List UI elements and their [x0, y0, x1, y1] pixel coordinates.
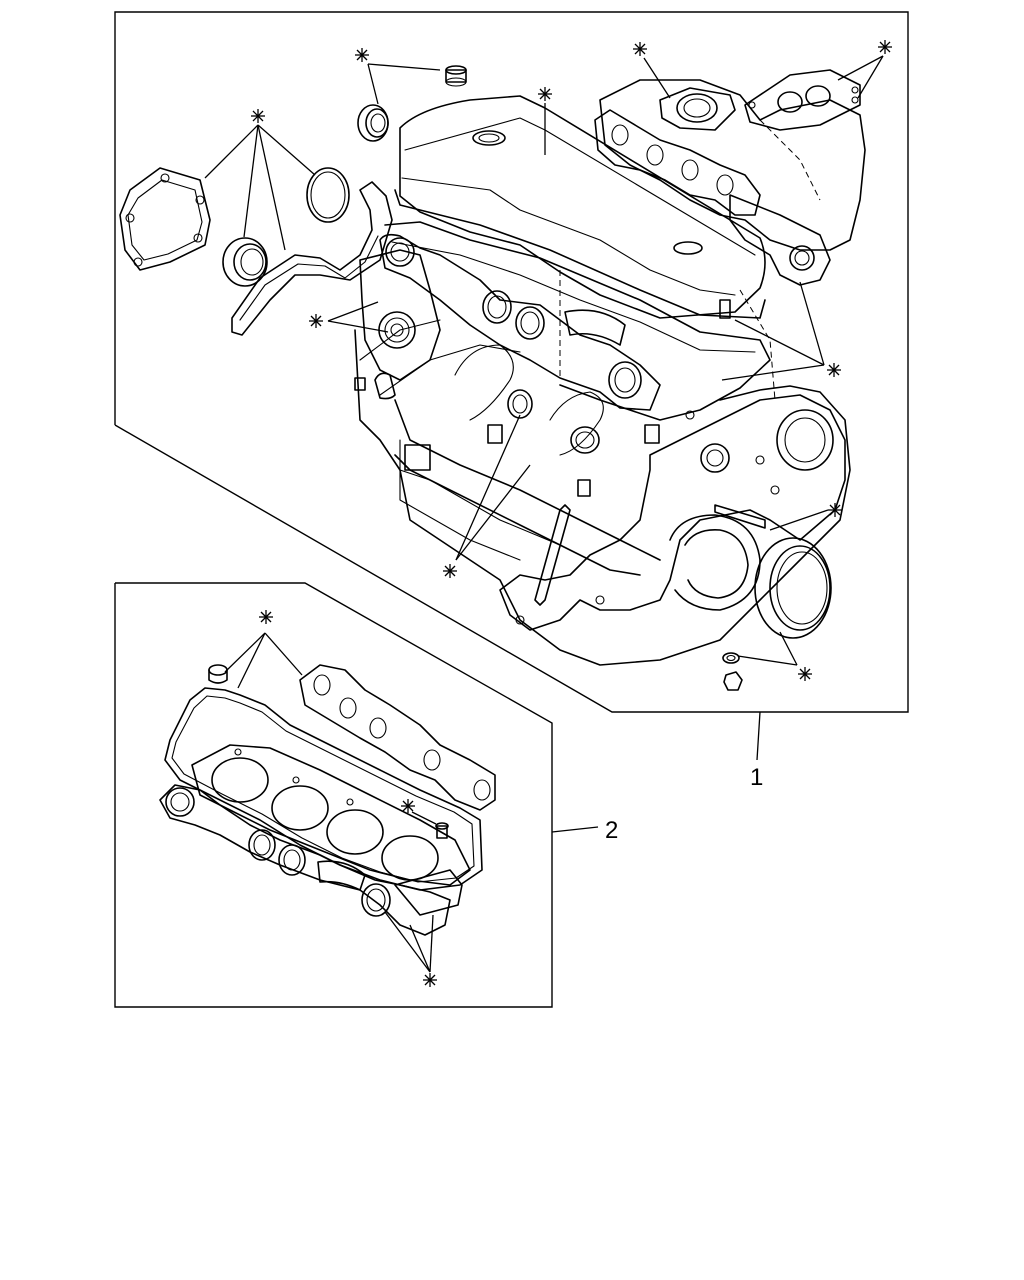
asterisk-icon — [827, 502, 843, 518]
callout-2: 2 — [605, 817, 618, 844]
asterisk-icon — [797, 666, 813, 682]
callout-1: 1 — [750, 764, 763, 791]
asterisk-icon — [308, 313, 324, 329]
front-cover-gasket — [231, 181, 393, 336]
o-ring — [306, 167, 350, 223]
asterisk-icon — [422, 972, 438, 988]
leader-lines — [204, 55, 884, 973]
frame-2-head-gasket-set — [114, 582, 553, 1008]
asterisk-icon — [442, 563, 458, 579]
head-gasket-2 — [191, 744, 471, 886]
asterisk-icon — [632, 41, 648, 57]
asterisk-icon — [250, 108, 266, 124]
cam-seal-and-grommet — [357, 65, 467, 142]
asterisk-icon — [354, 47, 370, 63]
asterisk-icon — [826, 362, 842, 378]
asterisk-icon — [877, 39, 893, 55]
rear-crank-seal — [754, 537, 832, 639]
front-crank-seal — [222, 237, 268, 287]
exhaust-manifold-gasket-2 — [299, 664, 496, 811]
frame-1-full-gasket-set — [114, 11, 909, 713]
intake-manifold-gasket-2 — [159, 784, 463, 936]
asterisk-icon — [537, 86, 553, 102]
drain-plug-washer — [722, 652, 743, 691]
asterisk-icon — [258, 609, 274, 625]
engine-assembly — [354, 69, 866, 666]
timing-cover-gasket — [119, 167, 211, 271]
asterisk-icon — [400, 798, 416, 814]
